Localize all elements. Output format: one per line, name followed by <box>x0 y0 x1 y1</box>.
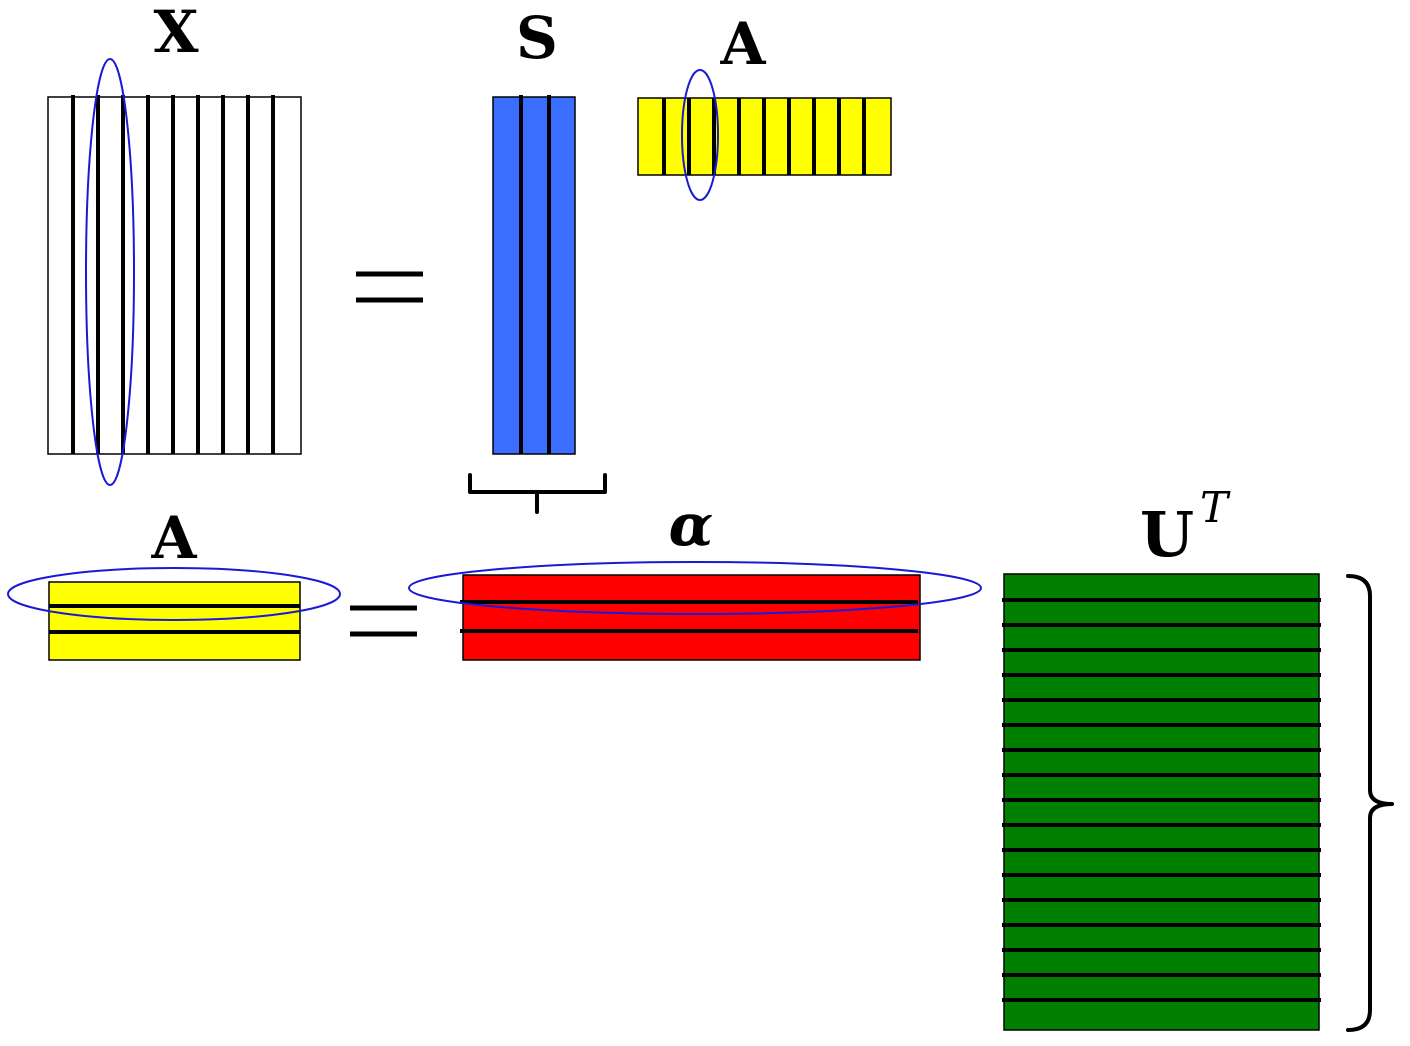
matrix-u-rows <box>1002 598 1321 1002</box>
brace-under-s <box>468 473 607 514</box>
matrix-s <box>492 95 576 455</box>
label-a-bottom: A <box>150 504 197 572</box>
matrix-a-bottom <box>48 581 301 661</box>
matrix-s-columns <box>519 95 551 454</box>
matrix-u-transpose <box>1002 573 1321 1031</box>
matrix-a-top-columns <box>662 98 866 175</box>
highlight-ellipse-alpha-row <box>408 561 982 615</box>
matrix-alpha-rows <box>460 600 918 633</box>
label-a-top: A <box>719 10 766 78</box>
brace-right-of-u <box>1346 574 1394 1032</box>
matrix-alpha <box>460 574 921 661</box>
label-u-transpose: U <box>1140 498 1194 571</box>
label-s: S <box>516 4 558 72</box>
highlight-ellipse-a-column <box>681 69 719 201</box>
matrix-a-bottom-rows <box>49 604 300 634</box>
highlight-ellipse-x-column <box>85 58 135 486</box>
highlight-ellipse-a-row <box>7 567 341 621</box>
matrix-x-columns <box>71 95 275 454</box>
equals-sign-bottom <box>350 605 417 637</box>
label-u-superscript: T <box>1200 483 1231 532</box>
matrix-alpha-frame <box>462 574 921 661</box>
label-x: X <box>153 0 198 66</box>
label-alpha: α <box>669 491 714 559</box>
matrix-s-frame <box>492 96 576 455</box>
label-u: U <box>1140 498 1194 571</box>
matrix-a-top <box>637 97 892 176</box>
matrix-a-bottom-frame <box>48 581 301 661</box>
equals-sign-top <box>356 271 423 303</box>
